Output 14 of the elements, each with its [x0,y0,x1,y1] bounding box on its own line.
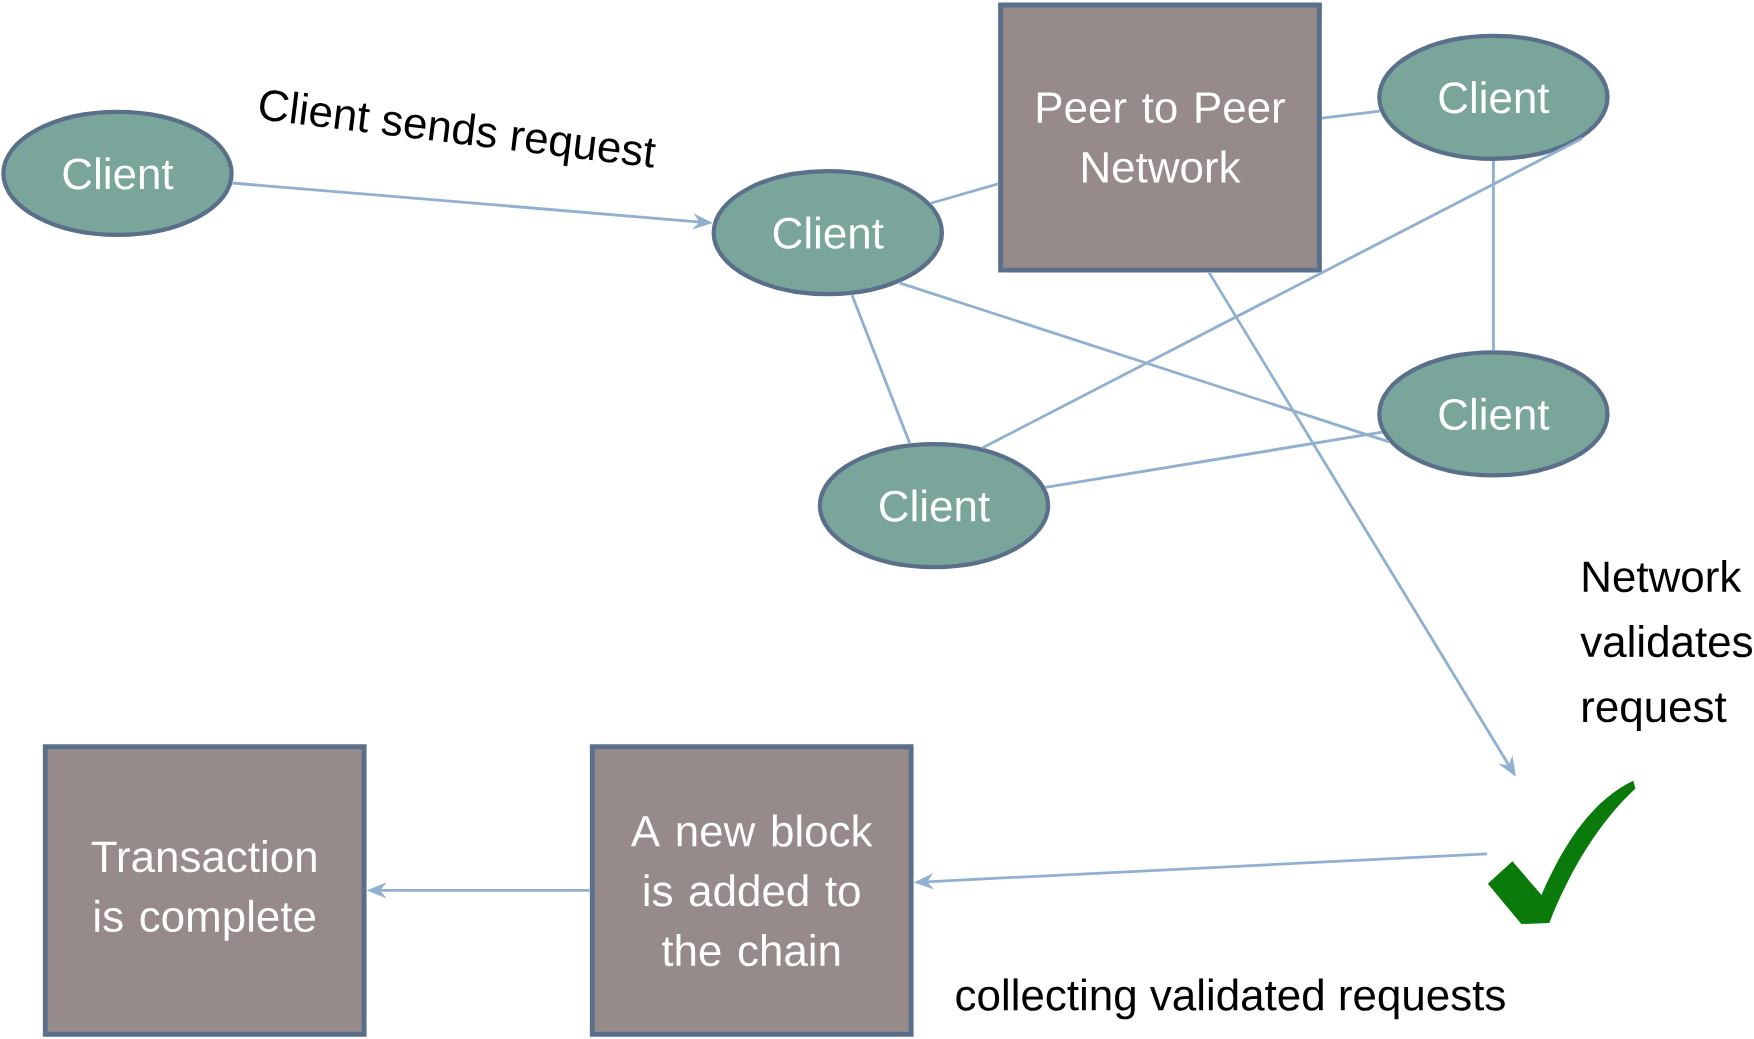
connector-line [898,281,1390,444]
edge-label: Client sends request [260,90,656,168]
process-box: Transaction is complete [42,744,367,1037]
side-note: Network validates request [1580,559,1752,731]
edge-label: collecting validated requests [956,978,1505,1020]
process-box: Peer to Peer Network [998,2,1322,273]
connector-line [1321,109,1381,120]
connector-line [1492,160,1495,351]
process-box: A new block is added to the chain [589,744,914,1037]
connector-line [930,182,999,205]
checkmark-drawing [1487,780,1636,924]
connector-line [981,137,1583,449]
connector-line [850,294,912,444]
connector-line [1045,430,1383,489]
